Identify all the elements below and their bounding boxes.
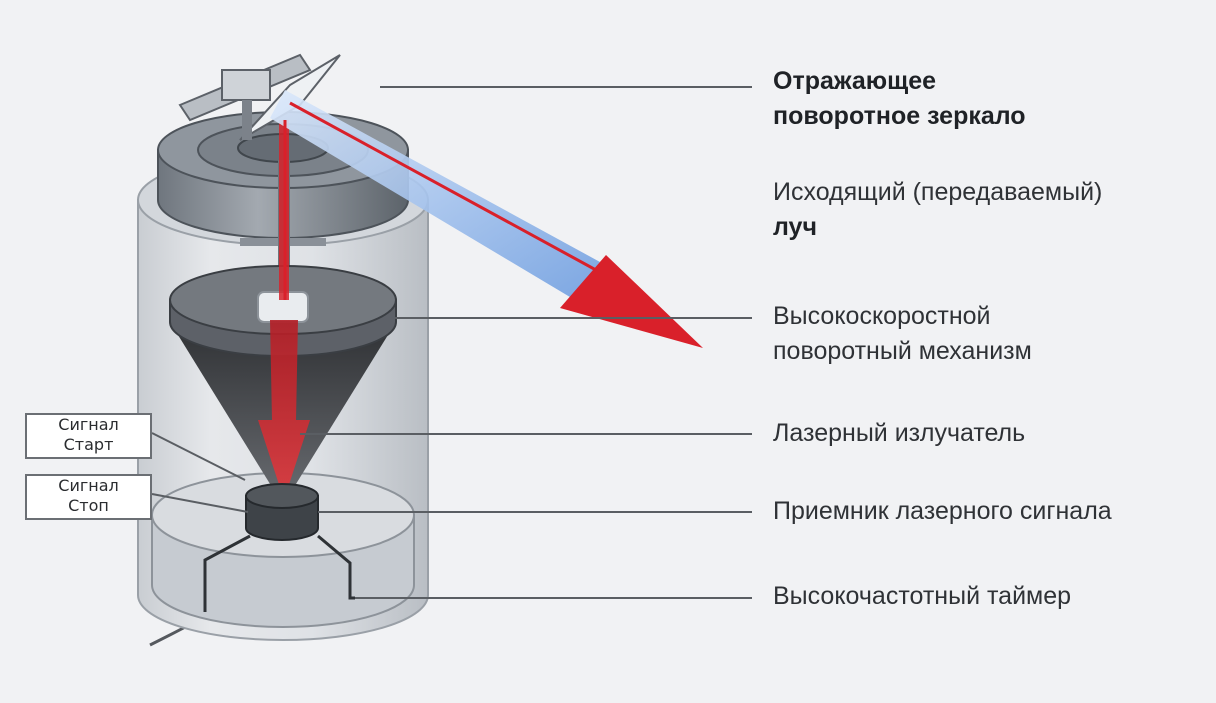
signal-stop-box: Сигнал Стоп <box>25 474 152 520</box>
signal-start-line2: Старт <box>63 435 114 454</box>
timer-wire <box>203 534 355 612</box>
outgoing-beam <box>270 90 703 348</box>
label-receiver: Приемник лазерного сигнала <box>773 497 1112 525</box>
signal-start-box: Сигнал Старт <box>25 413 152 459</box>
label-timer: Высокочастотный таймер <box>773 582 1072 610</box>
label-emitter: Лазерный излучатель <box>773 419 1026 447</box>
signal-stop-line2: Стоп <box>68 496 109 515</box>
label-beam: Исходящий (передаваемый)луч <box>773 178 1103 241</box>
leader-lines <box>151 86 752 599</box>
signal-start-line1: Сигнал <box>58 415 119 434</box>
signal-stop-line1: Сигнал <box>58 476 119 495</box>
laser-receiver <box>245 483 319 541</box>
